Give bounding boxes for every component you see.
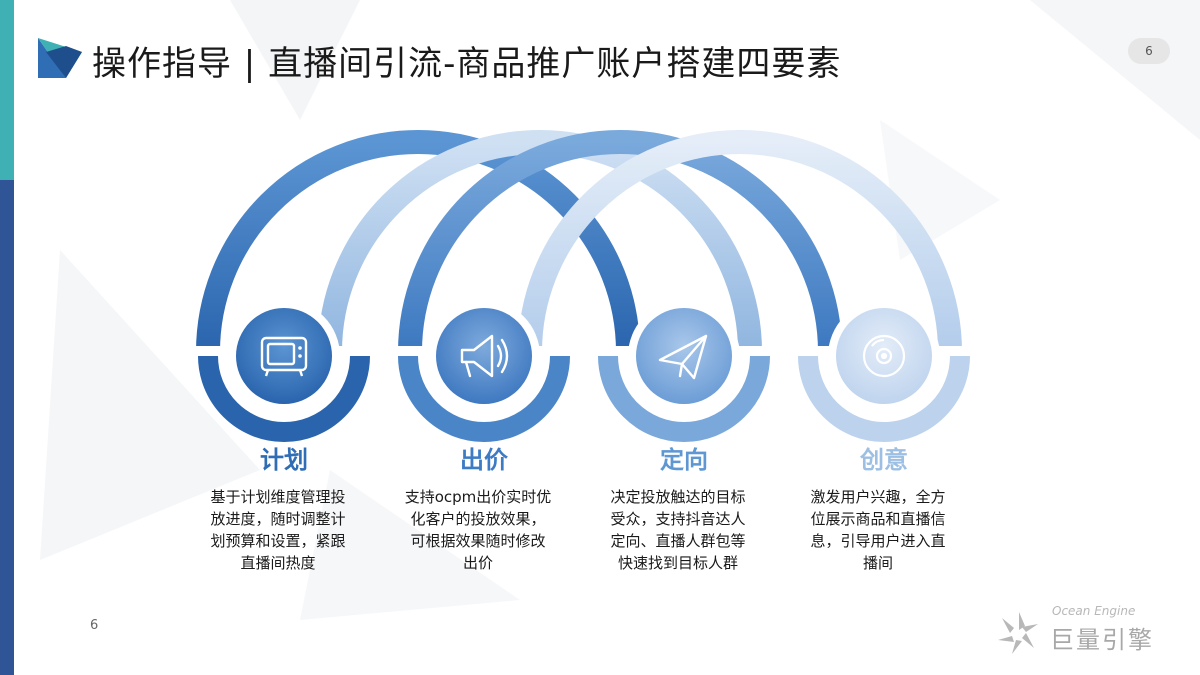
stage-title-bid: 出价 [460,446,508,474]
paper-plane-icon [658,334,708,380]
stage-desc-bid: 支持ocpm出价实时优化客户的投放效果，可根据效果随时修改出价 [404,488,552,572]
brand-logo: Ocean Engine 巨量引擎 [994,604,1174,660]
arc-bid [318,130,762,353]
arc-creative [518,130,962,353]
brand-name-cn: 巨量引擎 [1050,626,1154,654]
page-number-badge: 6 [1128,38,1170,64]
arc-plan [196,130,640,353]
stage-title-target: 定向 [660,446,708,474]
arc-target [398,130,842,353]
stage-desc-target: 决定投放触达的目标受众，支持抖音达人定向、直播人群包等快速找到目标人群 [610,488,746,572]
stage-title-creative: 创意 [860,446,908,474]
ocean-engine-icon [998,612,1038,654]
page-title: 操作指导 | 直播间引流-商品推广账户搭建四要素 [92,44,842,84]
disc-icon [862,334,906,378]
stage-desc-plan: 基于计划维度管理投放进度，随时调整计划预算和设置，紧跟直播间热度 [210,488,346,572]
stage-desc-creative: 激发用户兴趣，全方位展示商品和直播信息，引导用户进入直播间 [810,488,946,572]
footer-page-number: 6 [90,618,99,633]
tv-icon [260,336,308,377]
brand-name-en: Ocean Engine [1052,604,1136,618]
stage-title-plan: 计划 [260,446,308,474]
accent-stripe-navy [0,180,14,675]
logo-icon [38,38,82,78]
accent-stripe-teal [0,0,14,180]
megaphone-icon [460,334,509,378]
